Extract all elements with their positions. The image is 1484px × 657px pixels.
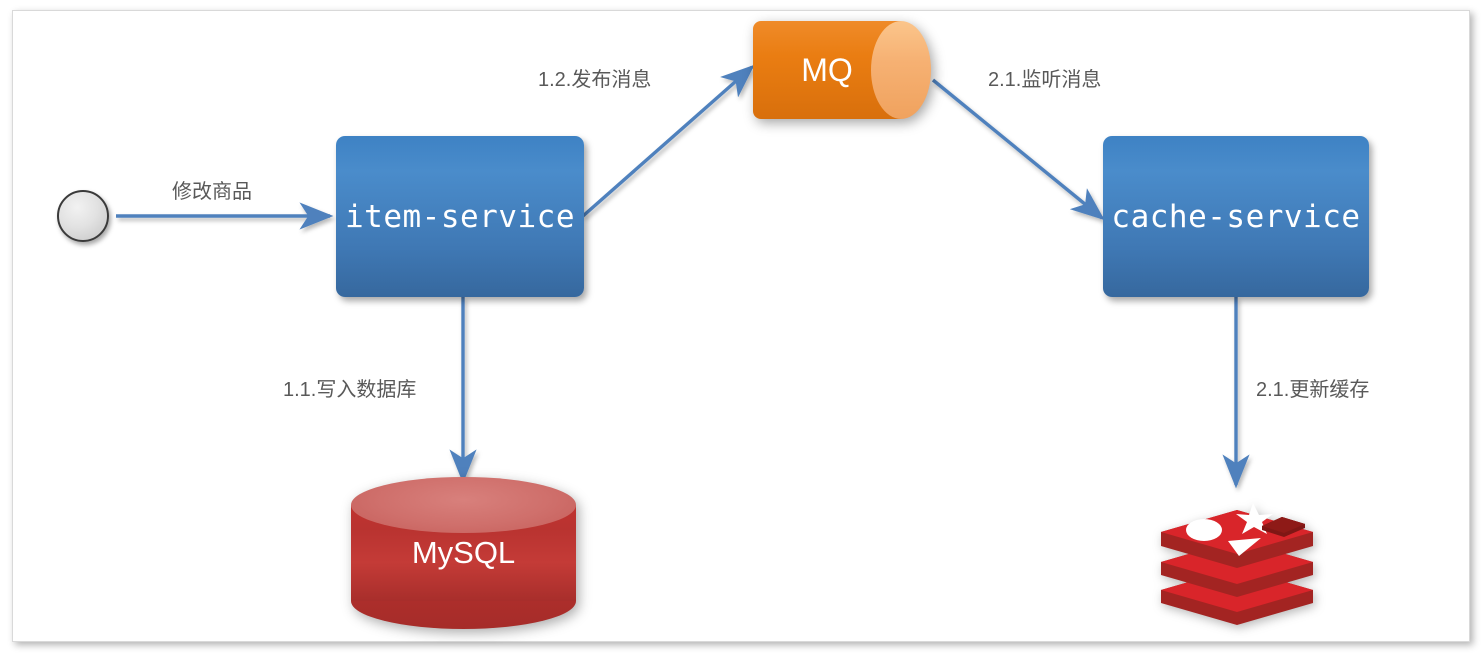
- start-circle[interactable]: [57, 190, 109, 242]
- redis-glyph-ellipse: [1186, 519, 1222, 541]
- edge-label-cache-to-redis: 2.1.更新缓存: [1256, 379, 1370, 401]
- edge-label-item-to-mq: 1.2.发布消息: [538, 69, 652, 91]
- node-mysql[interactable]: MySQL: [351, 477, 576, 629]
- node-mq[interactable]: MQ: [753, 21, 931, 119]
- edge-mq-to-cache: [931, 78, 1105, 221]
- redis-logo-icon[interactable]: [1157, 482, 1317, 627]
- node-cache-service[interactable]: cache-service: [1103, 136, 1369, 297]
- edge-label-mq-to-cache: 2.1.监听消息: [988, 69, 1102, 91]
- node-item-service-label: item-service: [345, 198, 575, 235]
- redis-glyph-diamond: [1262, 517, 1305, 537]
- node-cache-service-label: cache-service: [1111, 198, 1361, 235]
- edge-label-start-to-item: 修改商品: [172, 181, 252, 203]
- redis-glyph-triangle: [1228, 538, 1261, 556]
- mysql-cylinder-top: [351, 477, 576, 533]
- mq-cylinder-cap: [871, 21, 931, 119]
- node-mq-label: MQ: [801, 51, 853, 88]
- node-item-service[interactable]: item-service: [336, 136, 584, 297]
- edge-label-item-to-mysql: 1.1.写入数据库: [283, 379, 417, 401]
- edge-item-to-mq: [581, 64, 755, 218]
- node-mysql-label: MySQL: [411, 535, 516, 570]
